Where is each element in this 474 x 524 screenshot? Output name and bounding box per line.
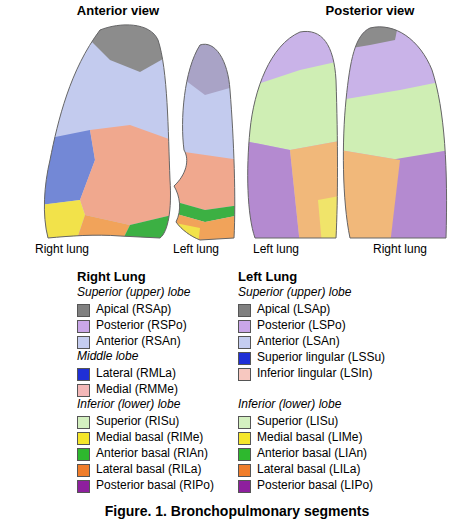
anterior-left-lung (165, 30, 245, 250)
legend-swatch (77, 336, 90, 349)
legend-swatch (238, 464, 251, 477)
legend-swatch (238, 352, 251, 365)
legend-heading: Left Lung (238, 270, 297, 285)
legend-swatch (77, 448, 90, 461)
legend-entry: Lateral basal (LILa) (238, 462, 360, 478)
legend-heading: Right Lung (77, 270, 146, 285)
view-heading: Anterior view (77, 4, 159, 19)
legend-entry: Anterior basal (LIAn) (238, 446, 367, 462)
lobe-heading: Superior (upper) lobe (238, 286, 351, 300)
legend-entry: Apical (RSAp) (77, 302, 171, 318)
legend-entry: Medial basal (LIMe) (238, 430, 362, 446)
legend-entry: Anterior (RSAn) (77, 334, 181, 350)
lung-label: Left lung (253, 243, 299, 257)
legend-entry: Superior (RISu) (77, 414, 179, 430)
legend-swatch (77, 304, 90, 317)
legend-text: Inferior lingular (LSIn) (257, 367, 372, 381)
legend-text: Anterior basal (RIAn) (96, 447, 208, 461)
legend-entry: Apical (LSAp) (238, 302, 330, 318)
legend-entry: Inferior lingular (LSIn) (238, 366, 372, 382)
legend-text: Medial basal (RIMe) (96, 431, 203, 445)
view-heading: Posterior view (326, 4, 415, 19)
lung-label: Right lung (35, 243, 89, 257)
lobe-heading: Superior (upper) lobe (77, 286, 190, 300)
posterior-left-lung (240, 20, 345, 245)
legend-text: Lateral basal (RILa) (96, 463, 201, 477)
legend-swatch (77, 320, 90, 333)
legend-text: Posterior basal (RIPo) (96, 479, 214, 493)
legend-text: Anterior (LSAn) (257, 335, 340, 349)
lobe-heading: Inferior (lower) lobe (77, 398, 180, 412)
legend-swatch (77, 432, 90, 445)
legend-text: Lateral (RMLa) (96, 367, 176, 381)
legend-entry: Posterior (RSPo) (77, 318, 187, 334)
legend-entry: Anterior (LSAn) (238, 334, 340, 350)
legend-entry: Lateral basal (RILa) (77, 462, 201, 478)
legend-text: Posterior basal (LIPo) (257, 479, 373, 493)
legend-text: Anterior (RSAn) (96, 335, 181, 349)
legend-swatch (238, 320, 251, 333)
legend-entry: Posterior basal (RIPo) (77, 478, 214, 494)
legend-entry: Posterior (LSPo) (238, 318, 346, 334)
legend-text: Posterior (LSPo) (257, 319, 346, 333)
posterior-right-lung (335, 15, 455, 245)
legend-swatch (238, 480, 251, 493)
legend-text: Medial basal (LIMe) (257, 431, 362, 445)
legend-swatch (77, 464, 90, 477)
legend-swatch (238, 304, 251, 317)
legend-swatch (77, 480, 90, 493)
legend-text: Apical (RSAp) (96, 303, 171, 317)
lung-label: Right lung (373, 243, 427, 257)
anterior-right-lung (30, 15, 180, 250)
legend-text: Apical (LSAp) (257, 303, 330, 317)
legend-entry: Superior lingular (LSSu) (238, 350, 385, 366)
legend-swatch (238, 432, 251, 445)
legend-swatch (238, 416, 251, 429)
legend-text: Anterior basal (LIAn) (257, 447, 367, 461)
legend-entry: Lateral (RMLa) (77, 366, 176, 382)
legend-text: Posterior (RSPo) (96, 319, 187, 333)
legend-swatch (77, 384, 90, 397)
figure-caption: Figure. 1. Bronchopulmonary segments (105, 503, 370, 519)
legend-entry: Medial (RMMe) (77, 382, 178, 398)
legend-text: Medial (RMMe) (96, 383, 178, 397)
legend-swatch (238, 336, 251, 349)
legend-swatch (77, 368, 90, 381)
legend-text: Superior (RISu) (96, 415, 179, 429)
legend-text: Superior lingular (LSSu) (257, 351, 385, 365)
legend-entry: Superior (LISu) (238, 414, 338, 430)
lung-label: Left lung (173, 243, 219, 257)
legend-swatch (238, 448, 251, 461)
legend-swatch (77, 416, 90, 429)
lobe-heading: Inferior (lower) lobe (238, 398, 341, 412)
legend-entry: Anterior basal (RIAn) (77, 446, 208, 462)
legend-entry: Medial basal (RIMe) (77, 430, 203, 446)
lobe-heading: Middle lobe (77, 350, 138, 364)
legend-text: Superior (LISu) (257, 415, 338, 429)
legend-swatch (238, 368, 251, 381)
legend-text: Lateral basal (LILa) (257, 463, 360, 477)
legend-entry: Posterior basal (LIPo) (238, 478, 373, 494)
